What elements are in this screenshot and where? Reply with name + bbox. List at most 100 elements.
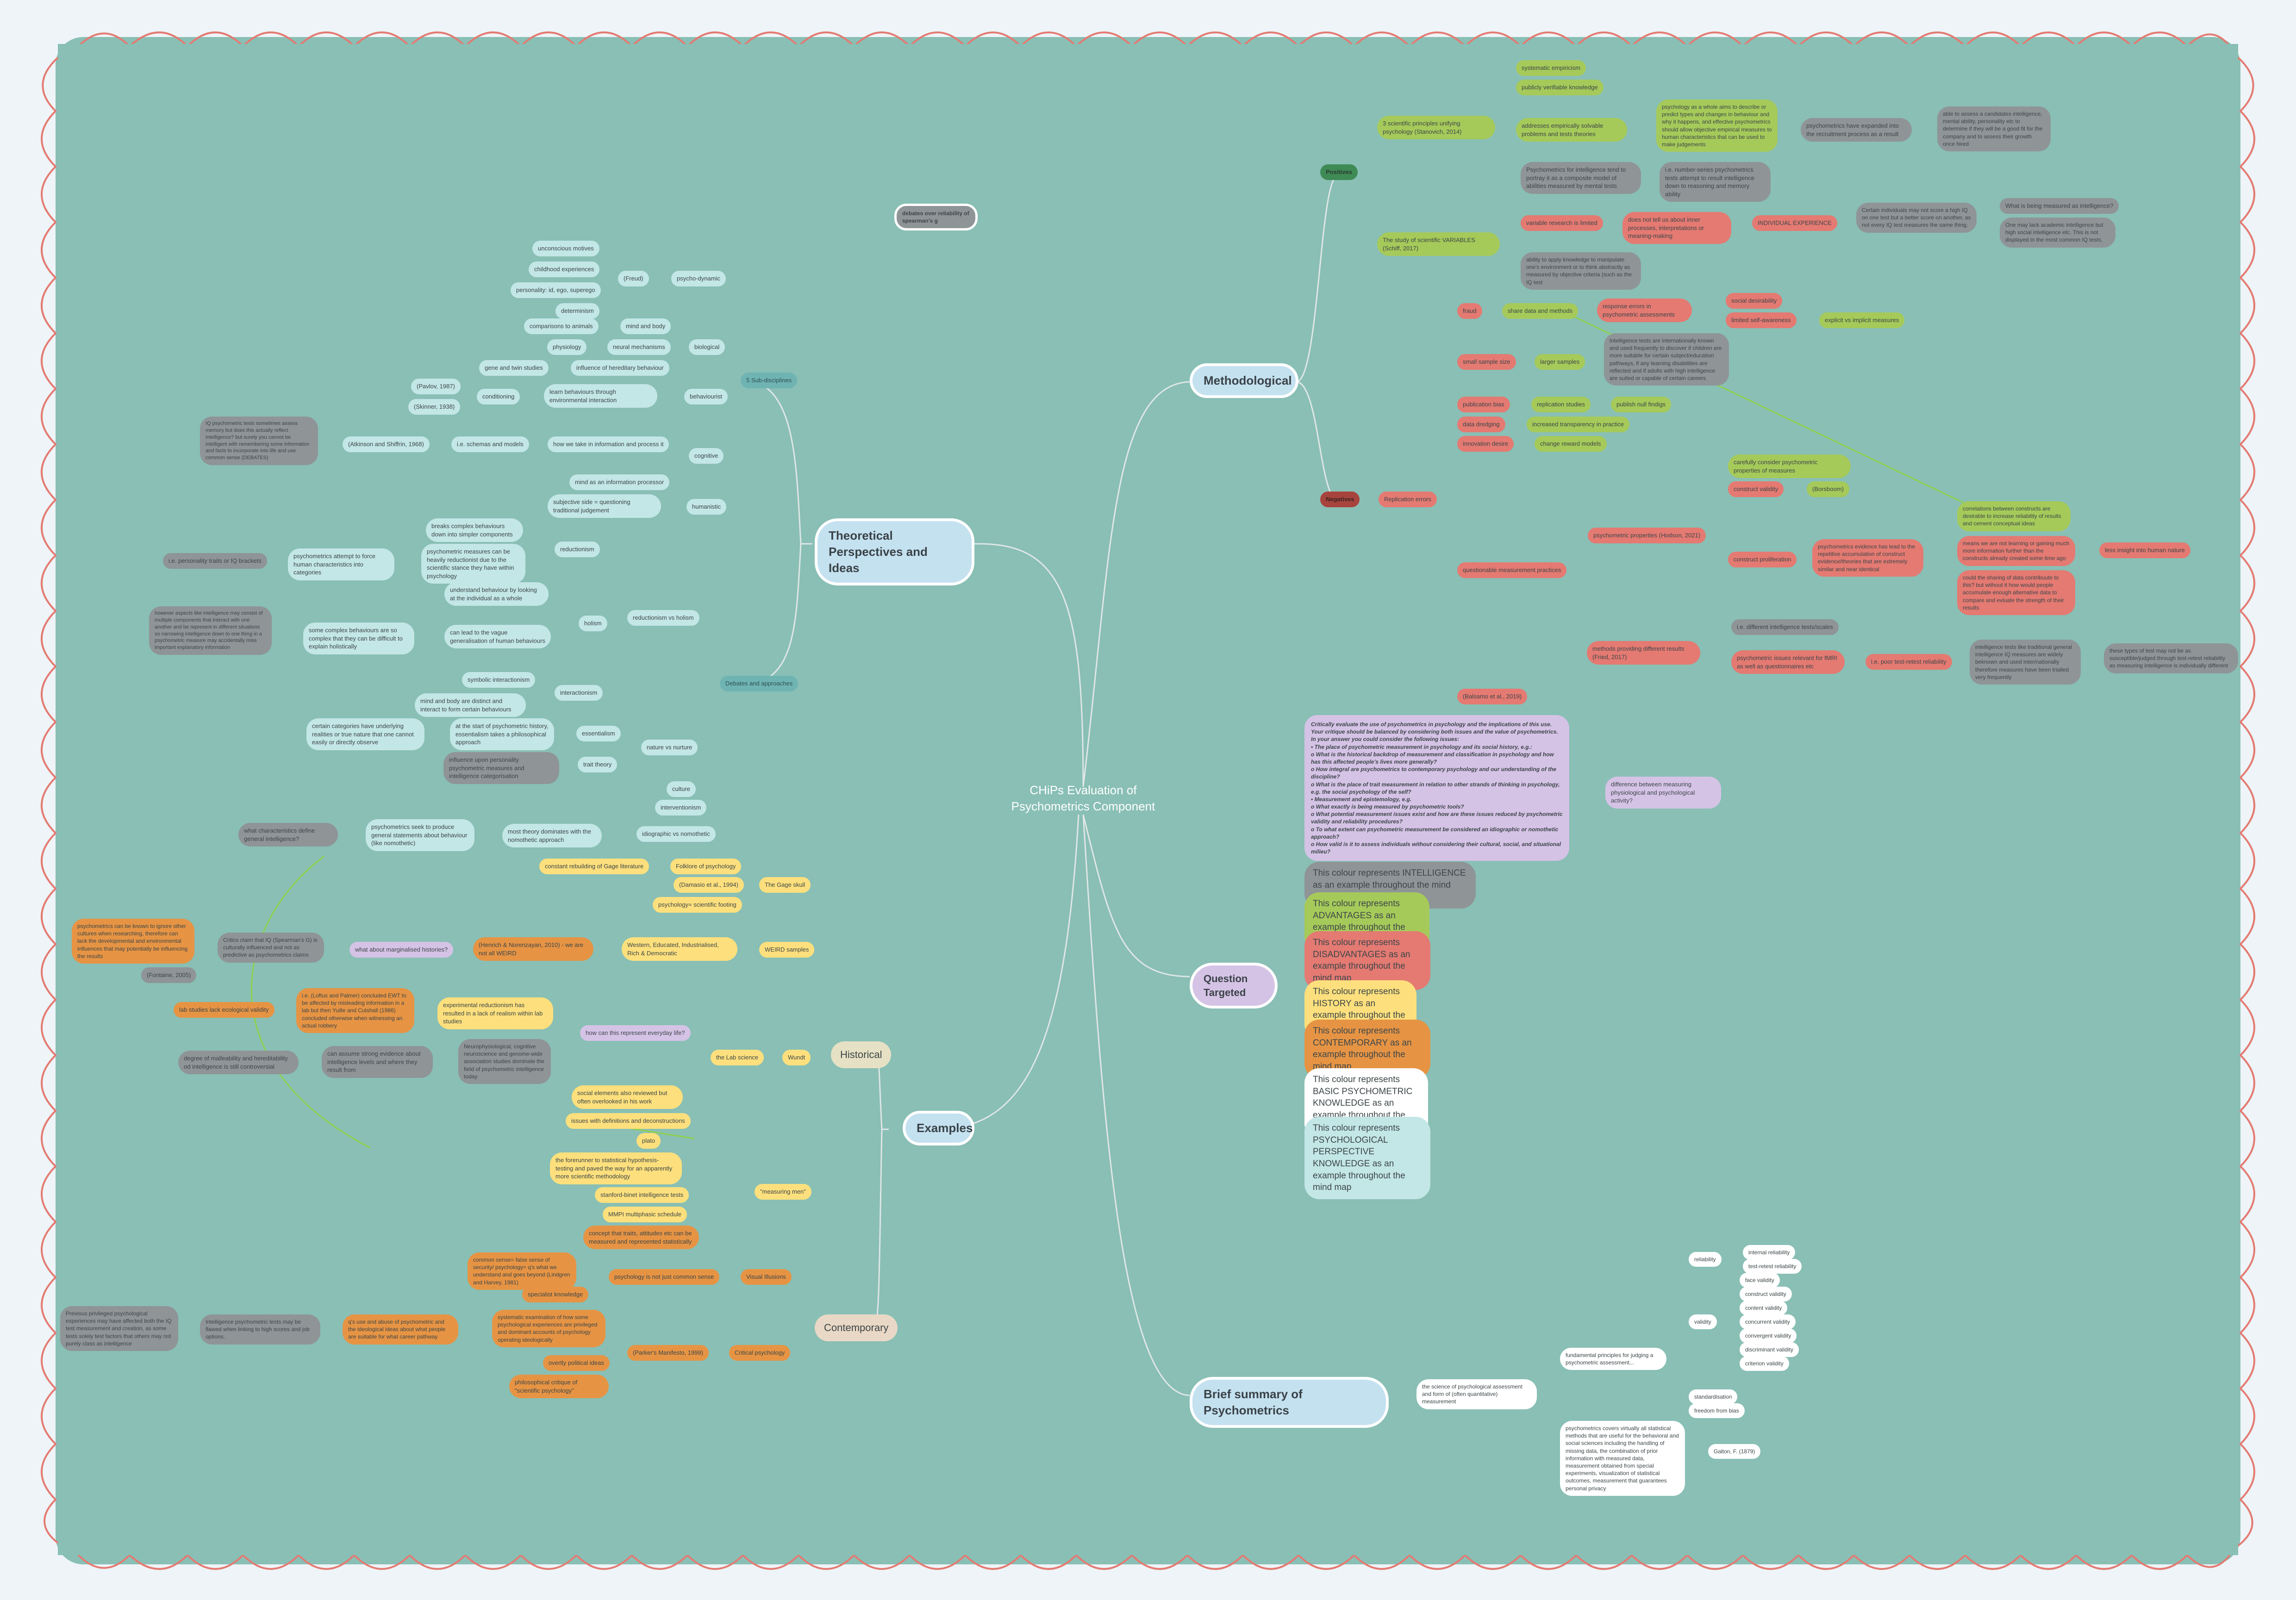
childhood[interactable]: childhood experiences: [529, 261, 600, 277]
legend-disadvantages[interactable]: This colour represents DISADVANTAGES as …: [1304, 931, 1430, 990]
underlying-categories[interactable]: certain categories have underlying reali…: [306, 718, 424, 750]
methods-different[interactable]: methods providing different results (Fri…: [1587, 641, 1700, 665]
innovation-desire[interactable]: innovation desire: [1457, 436, 1514, 452]
contemporary[interactable]: Contemporary: [815, 1314, 898, 1341]
discriminant-validity[interactable]: discriminant validity: [1740, 1342, 1799, 1357]
self-awareness[interactable]: limited self-awareness: [1726, 312, 1797, 328]
share-data[interactable]: share data and methods: [1502, 303, 1578, 319]
symbolic-interactionism[interactable]: symbolic interactionism: [462, 672, 536, 688]
internal-reliability[interactable]: internal reliability: [1743, 1245, 1796, 1260]
breaks-complex[interactable]: breaks complex behaviours down into simp…: [426, 518, 523, 542]
however-intelligence[interactable]: however aspects like intelligence may co…: [149, 606, 272, 655]
content-validity[interactable]: content validity: [1740, 1301, 1788, 1316]
publication-bias[interactable]: publication bias: [1457, 397, 1510, 412]
parker-manifesto[interactable]: (Parker's Manifesto, 1999): [627, 1345, 709, 1361]
psychometric-properties[interactable]: psychometric properties (Hodson, 2021): [1588, 528, 1706, 543]
recruitment[interactable]: psychometrics have expanded into the rec…: [1801, 118, 1912, 142]
freud[interactable]: (Freud): [618, 271, 649, 286]
branch-question[interactable]: Question Targeted: [1190, 963, 1278, 1009]
reductionism-vs-holism[interactable]: reductionism vs holism: [627, 610, 699, 626]
holism[interactable]: holism: [579, 616, 607, 631]
reductionism[interactable]: reductionism: [555, 542, 600, 557]
heavily-reductionist[interactable]: psychometric measures can be heavily red…: [421, 544, 525, 584]
scientific-variables[interactable]: The study of scientific VARIABLES (Schif…: [1377, 232, 1500, 256]
personality[interactable]: personality: id, ego, superego: [511, 282, 601, 298]
gage-skull[interactable]: The Gage skull: [759, 877, 811, 893]
complex-behaviours[interactable]: some complex behaviours are so complex t…: [303, 623, 414, 654]
unconscious-motives[interactable]: unconscious motives: [532, 241, 599, 256]
marginalised-histories[interactable]: what about marginalised histories?: [349, 942, 454, 958]
construct-validity-item[interactable]: construct validity: [1740, 1287, 1792, 1302]
iq-memory[interactable]: IQ psychometric tests sometimes assess m…: [200, 417, 318, 466]
loftus-palmer[interactable]: i.e. (Loftus and Palmer) concluded EWT t…: [296, 988, 414, 1033]
intelligence-tests-known[interactable]: Intelligence tests are internationally k…: [1604, 333, 1729, 386]
understand-whole[interactable]: understand behaviour by looking at the i…: [444, 582, 549, 606]
question-text[interactable]: Critically evaluate the use of psychomet…: [1304, 715, 1569, 861]
concept-traits[interactable]: concept that traits, attitudes etc can b…: [583, 1226, 699, 1250]
floating-note[interactable]: debates over reliability of spearman's g: [894, 204, 978, 231]
publish-null[interactable]: publish null findigs: [1611, 397, 1672, 412]
less-insight[interactable]: less insight into human nature: [2099, 542, 2190, 558]
inner-processes[interactable]: does not tell us about inner processes, …: [1622, 212, 1731, 244]
fundamental-principles[interactable]: fundamental principles for judging a psy…: [1560, 1348, 1666, 1370]
historical[interactable]: Historical: [831, 1041, 892, 1068]
biological[interactable]: biological: [689, 339, 725, 355]
culture[interactable]: culture: [667, 781, 696, 797]
individual-experience[interactable]: INDIVIDUAL EXPERIENCE: [1752, 215, 1837, 231]
critics-claim[interactable]: Critics claim that IQ (Spearman's G) is …: [218, 933, 324, 963]
concurrent-validity[interactable]: concurrent validity: [1740, 1314, 1796, 1330]
info-processor[interactable]: mind as an information processor: [569, 474, 670, 490]
social-desirability[interactable]: social desirability: [1726, 293, 1783, 309]
evidence-lead[interactable]: psychometrics evidence has lead to the r…: [1812, 539, 1923, 577]
hereditary[interactable]: influence of hereditary behaviour: [571, 360, 669, 376]
susceptible[interactable]: these types of test may not be as suscep…: [2104, 643, 2238, 673]
mind-body[interactable]: mind and body: [620, 318, 671, 334]
branch-methodological[interactable]: Methodological: [1190, 363, 1298, 398]
wundt[interactable]: Wundt: [782, 1050, 811, 1065]
composite-model[interactable]: Psychometrics for intelligence tend to p…: [1521, 162, 1641, 194]
different-tests[interactable]: i.e. different intelligence tests/scales: [1731, 619, 1839, 635]
mind-body-distinct[interactable]: mind and body are distinct and interact …: [415, 693, 526, 717]
face-validity[interactable]: face validity: [1740, 1273, 1780, 1288]
determinism[interactable]: determinism: [555, 303, 599, 319]
psychology-aims[interactable]: psychology as a whole aims to describe o…: [1656, 100, 1778, 152]
damasio[interactable]: (Damasio et al., 1994): [674, 877, 744, 893]
essentialism[interactable]: essentialism: [576, 726, 621, 741]
previous-privileged[interactable]: Previous privileged psychological experi…: [60, 1306, 178, 1351]
behaviourist[interactable]: behaviourist: [684, 389, 728, 405]
sub-disciplines[interactable]: 5 Sub-disciplines: [741, 373, 798, 388]
definitions[interactable]: issues with definitions and deconstructi…: [566, 1113, 691, 1129]
specialist-knowledge[interactable]: specialist knowledge: [522, 1287, 589, 1302]
test-retest-reliability[interactable]: test-retest reliability: [1743, 1259, 1802, 1274]
malleability[interactable]: degree of malleability and hereditabilit…: [178, 1051, 299, 1075]
legend-perspective-knowledge[interactable]: This colour represents PSYCHOLOGICAL PER…: [1304, 1117, 1430, 1199]
branch-theoretical[interactable]: Theoretical Perspectives and Ideas: [815, 518, 974, 586]
response-errors[interactable]: response errors in psychometric assessme…: [1597, 299, 1692, 323]
ecological-validity[interactable]: lab studies lack ecological validity: [174, 1002, 275, 1018]
construct-proliferation[interactable]: construct proliferation: [1728, 552, 1797, 567]
systematic-empiricism[interactable]: systematic empiricism: [1516, 60, 1586, 76]
atkinson[interactable]: (Atkinson and Shiffrin, 1968): [343, 436, 430, 452]
vague-generalisation[interactable]: can lead to the vague generalisation of …: [444, 625, 551, 649]
how-info[interactable]: how we take in information and process i…: [548, 436, 669, 452]
small-sample[interactable]: small sample size: [1457, 354, 1516, 370]
learn-behaviours[interactable]: learn behaviours through environmental i…: [544, 384, 657, 408]
verifiable-knowledge[interactable]: publicly verifiable knowledge: [1516, 80, 1603, 95]
weird-definition[interactable]: Western, Educated, Industrialised, Rich …: [622, 937, 737, 961]
common-sense[interactable]: common sense= false sense of security/ p…: [468, 1252, 576, 1290]
what-measured[interactable]: What is being measured as intelligence?: [2000, 198, 2119, 214]
stanford-binet[interactable]: stanford-binet intelligence tests: [595, 1187, 689, 1203]
negatives[interactable]: Negatives: [1320, 492, 1360, 507]
not-learning[interactable]: means we are not learning or gaining muc…: [1957, 536, 2075, 566]
standardisation[interactable]: standardisation: [1689, 1389, 1738, 1405]
humanistic[interactable]: humanistic: [686, 499, 727, 515]
philosophical-critique[interactable]: philosophical critique of "scientific ps…: [509, 1375, 609, 1399]
political-ideas[interactable]: overtly political ideas: [543, 1355, 610, 1371]
conditioning[interactable]: conditioning: [477, 389, 520, 405]
subjective[interactable]: subjective side = questioning traditiona…: [548, 494, 661, 518]
sharing-data[interactable]: could the sharing of data contribuute to…: [1957, 570, 2075, 615]
critical-psychology[interactable]: Critical psychology: [729, 1345, 791, 1361]
positives[interactable]: Positives: [1320, 164, 1358, 180]
reward-models[interactable]: change reward models: [1535, 436, 1607, 452]
transparency[interactable]: increased transparency in practice: [1527, 417, 1629, 432]
